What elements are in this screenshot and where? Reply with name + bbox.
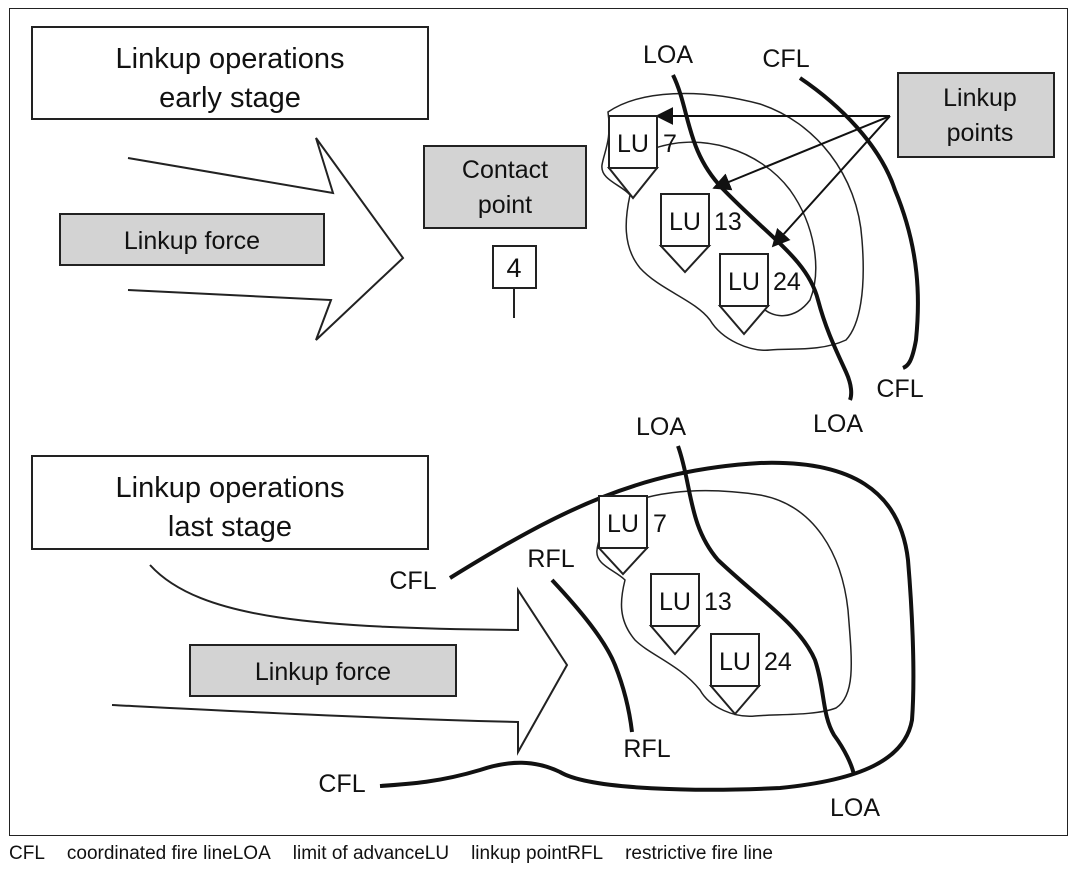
legend-abbr-loa: LOA xyxy=(232,842,271,864)
contact-point-label-line2: point xyxy=(478,191,532,219)
last-lu-13-text: LU xyxy=(659,588,691,616)
legend-abbr-cfl: CFL xyxy=(9,842,45,864)
early-linkup-force-arrow xyxy=(127,137,405,341)
last-stage-title-line2: last stage xyxy=(168,511,292,543)
last-rfl-label-top: RFL xyxy=(527,545,574,573)
legend-abbr-lu: LU xyxy=(424,842,450,864)
early-loa-label-top: LOA xyxy=(643,41,693,69)
early-linkup-force-box xyxy=(59,213,325,266)
last-lu-7-number: 7 xyxy=(653,510,667,538)
contact-point-label-line1: Contact xyxy=(462,156,548,184)
contact-point-box xyxy=(423,145,587,229)
last-rfl-label-bottom: RFL xyxy=(623,735,670,763)
early-lu-13-text: LU xyxy=(669,208,701,236)
legend-def-cfl: coordinated fire line xyxy=(66,842,233,864)
legend-abbr-rfl: RFL xyxy=(567,842,604,864)
early-cfl-line xyxy=(798,76,920,370)
last-lu-7-text: LU xyxy=(607,510,639,538)
linkup-points-label-line1: Linkup xyxy=(943,84,1017,112)
linkup-diagram: Linkup operations early stage Linkup for… xyxy=(31,26,1055,822)
early-stage-title-line2: early stage xyxy=(159,82,301,114)
early-lu-7-marker: LU 7 xyxy=(606,115,677,200)
diagram-frame xyxy=(9,8,1068,836)
early-stage-title-box xyxy=(31,26,429,120)
contact-point-marker xyxy=(492,245,537,289)
last-rfl-line xyxy=(550,578,634,733)
early-lu-24-text: LU xyxy=(728,268,760,296)
legend-item-cfl: CFL coordinated fire line xyxy=(9,843,233,865)
last-linkup-force-box xyxy=(189,644,457,697)
abbreviation-legend: CFL coordinated fire line LOA limit of a… xyxy=(9,838,1068,869)
legend-item-rfl: RFL restrictive fire line xyxy=(567,843,773,865)
early-lu-24-number: 24 xyxy=(773,268,801,296)
last-cfl-line xyxy=(379,460,916,792)
early-lu-7-text: LU xyxy=(617,130,649,158)
early-lu-24-marker: LU 24 xyxy=(717,253,801,336)
early-lu-7-number: 7 xyxy=(663,130,677,158)
legend-item-lu: LU linkup point xyxy=(425,843,567,865)
legend-def-rfl: restrictive fire line xyxy=(625,842,773,864)
early-lu-13-marker: LU 13 xyxy=(658,193,742,274)
early-cfl-label-bottom: CFL xyxy=(876,375,923,403)
early-lu-13-number: 13 xyxy=(714,208,742,236)
legend-def-lu: linkup point xyxy=(471,842,568,864)
last-loa-label-top: LOA xyxy=(636,413,686,441)
last-linkup-area-outline xyxy=(596,489,852,717)
early-linkup-force-label: Linkup force xyxy=(124,227,260,255)
linkup-points-label-line2: points xyxy=(947,119,1014,147)
legend-item-loa: LOA limit of advance xyxy=(233,843,425,865)
last-loa-label-bottom: LOA xyxy=(830,794,880,822)
last-linkup-force-arrow xyxy=(111,564,569,756)
early-linkup-area-inner xyxy=(649,141,817,317)
last-lu-24-number: 24 xyxy=(764,648,792,676)
last-lu-13-marker: LU 13 xyxy=(648,573,732,656)
last-lu-7-marker: LU 7 xyxy=(596,495,667,576)
linkup-pointer-to-lu13 xyxy=(712,115,891,191)
legend-def-loa: limit of advance xyxy=(292,842,425,864)
last-lu-24-marker: LU 24 xyxy=(708,633,792,716)
contact-point-number: 4 xyxy=(506,253,521,283)
last-loa-line xyxy=(676,445,856,776)
last-stage-title-box xyxy=(31,455,429,550)
early-cfl-label-top: CFL xyxy=(762,45,809,73)
early-loa-line xyxy=(671,74,854,401)
early-stage-title-line1: Linkup operations xyxy=(116,43,345,75)
last-lu-13-number: 13 xyxy=(704,588,732,616)
last-linkup-force-label: Linkup force xyxy=(255,658,391,686)
linkup-pointer-to-lu24 xyxy=(771,115,891,248)
last-lu-24-text: LU xyxy=(719,648,751,676)
early-loa-label-bottom: LOA xyxy=(813,410,863,438)
last-cfl-label-bottom: CFL xyxy=(318,770,365,798)
last-cfl-label-left: CFL xyxy=(389,567,436,595)
last-stage-title-line1: Linkup operations xyxy=(116,472,345,504)
linkup-points-box xyxy=(897,72,1055,158)
